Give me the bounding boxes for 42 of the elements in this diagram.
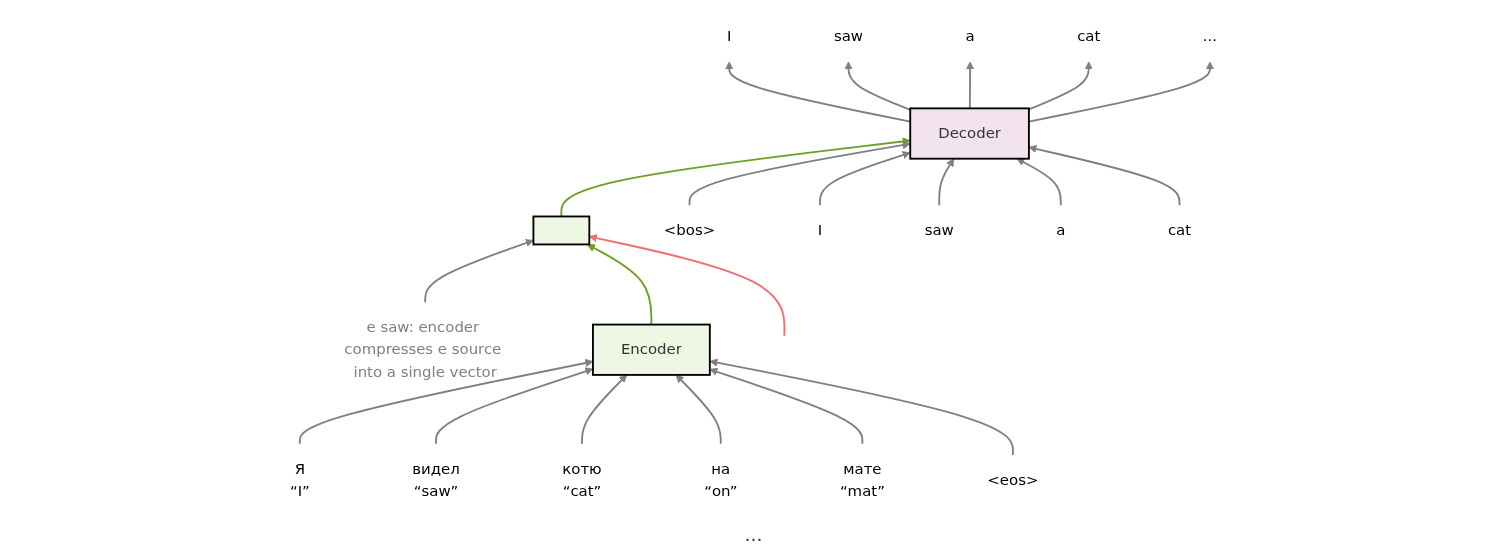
node-label: “I” (289, 482, 310, 500)
arrow (675, 374, 722, 445)
arrow (688, 141, 911, 207)
arrow (965, 61, 975, 110)
node-text: на (711, 459, 731, 478)
node-box (532, 215, 591, 246)
node-text: котю (562, 459, 602, 478)
arrow (1027, 61, 1215, 123)
arrow (709, 358, 1014, 456)
node-text: <eos> (987, 470, 1039, 489)
node-text: <bos> (663, 221, 716, 239)
arrow (819, 151, 911, 207)
node-text: I (726, 27, 732, 45)
arrow (1027, 61, 1093, 111)
arrow (938, 158, 955, 207)
node-box: Encoder (592, 323, 711, 376)
node-text: I (817, 221, 823, 239)
node-text: e saw: encoder compresses e source into a single vector (344, 318, 502, 381)
node-text: Я (294, 459, 306, 478)
node-label: “cat” (562, 482, 602, 500)
node-box: Decoder (909, 107, 1030, 160)
node-text: мате (843, 459, 882, 478)
node-text: saw (833, 27, 863, 45)
arrow (586, 244, 653, 326)
node-text: ... (1202, 27, 1218, 45)
arrow (560, 137, 911, 218)
arrow (588, 234, 786, 337)
node-text: saw (924, 221, 954, 239)
node-label: “saw” (413, 482, 459, 500)
node-text: видел (412, 459, 460, 478)
node-text: a (1056, 221, 1066, 239)
arrow (1016, 158, 1062, 207)
node-text: a (965, 27, 975, 45)
arrow (709, 367, 864, 445)
arrow (1028, 144, 1181, 207)
node-label: “on” (704, 482, 738, 500)
ellipsis-text: … (744, 524, 763, 545)
arrow (424, 239, 534, 304)
node-text: cat (1167, 221, 1192, 239)
node-label: “mat” (839, 482, 885, 500)
node-text: cat (1077, 27, 1101, 45)
arrow (581, 374, 628, 445)
